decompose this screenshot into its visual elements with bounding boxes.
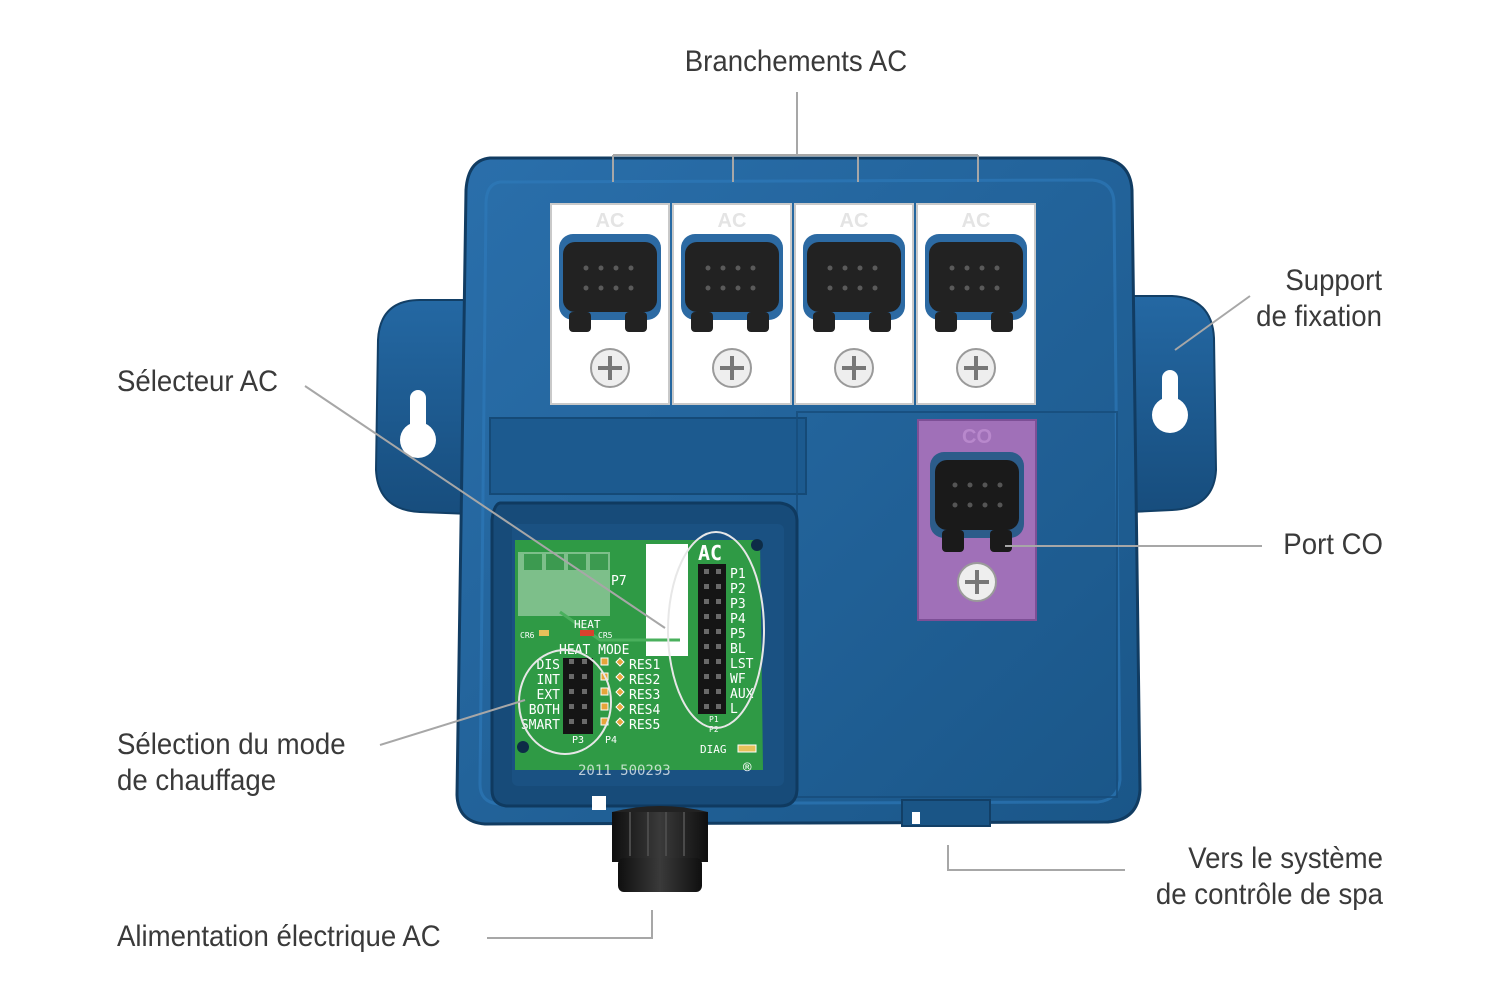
pcb-window: P7 CR6 HEAT CR5 HEAT MODE DISINTEXTBOTHS… — [490, 501, 799, 808]
callout-selecteur-ac: Sélecteur AC — [117, 364, 278, 400]
callout-port-co-text: Port CO — [1283, 528, 1383, 561]
callout-selection-mode: Sélection du mode de chauffage — [117, 727, 346, 799]
label-recess — [489, 417, 807, 495]
ac-port-label: AC — [596, 210, 625, 232]
leader-vers — [947, 845, 1125, 871]
co-port-label: CO — [962, 426, 992, 448]
ac-selector-header — [698, 564, 726, 714]
ac-pin-label: LST — [730, 657, 754, 672]
spa-control-port — [901, 799, 991, 827]
heat-mode-label: BOTH — [529, 703, 560, 718]
bottom-white-clip — [592, 796, 606, 810]
ac-port-4: AC — [916, 203, 1036, 405]
ac-pin-label: BL — [730, 642, 746, 657]
ac-port-3: AC — [794, 203, 914, 405]
highlight-ac-selector — [667, 531, 765, 729]
ac-pin-label: P1 — [730, 567, 746, 582]
leader-lines — [304, 92, 1262, 939]
mounting-tab-left — [374, 299, 471, 516]
callout-support-line2: de fixation — [1256, 300, 1382, 333]
ac-pin-label: P5 — [730, 627, 746, 642]
heat-mode-header-p3 — [563, 658, 593, 734]
pcb-registered-mark: ® — [743, 760, 752, 776]
callout-selection-line2: de chauffage — [117, 764, 277, 797]
callout-selecteur-text: Sélecteur AC — [117, 365, 279, 398]
res-label: RES3 — [629, 688, 660, 703]
ac-port-label: AC — [840, 210, 869, 232]
leader-branchements — [612, 92, 979, 182]
ac-port-label: AC — [962, 210, 991, 232]
pcb-label-p3: P3 — [572, 735, 584, 746]
pcb-label-ac-p1: P1 — [709, 715, 719, 724]
ac-pin-label: AUX — [730, 687, 754, 702]
pcb-label-cr6: CR6 — [520, 631, 535, 640]
pcb-screw-bottom-left-icon — [517, 741, 529, 753]
pcb-screw-top-right-icon — [751, 539, 763, 551]
pcb-label-ac-p2: P2 — [709, 725, 719, 734]
callout-support-fixation: Support de fixation — [1159, 263, 1382, 335]
callout-support-line1: Support — [1285, 264, 1382, 297]
callout-selection-line1: Sélection du mode — [117, 728, 346, 761]
callout-vers-systeme: Vers le système de contrôle de spa — [1104, 841, 1383, 913]
heat-mode-label: SMART — [521, 718, 560, 733]
ac-ports-group: AC AC AC AC — [550, 203, 1036, 405]
heat-mode-label: INT — [537, 673, 561, 688]
pcb-label-heat-led: HEAT — [574, 618, 601, 631]
callout-port-co: Port CO — [1159, 527, 1383, 563]
ac-pin-label: P4 — [730, 612, 746, 627]
pcb-part-number: 2011 500293 — [578, 763, 671, 779]
callout-alimentation: Alimentation électrique AC — [117, 919, 441, 955]
res-label: RES5 — [629, 718, 660, 733]
pcb-label-p7: P7 — [611, 574, 627, 589]
leader-alimentation — [487, 910, 653, 939]
pcb-label-p4: P4 — [605, 735, 617, 746]
leader-selecteur — [304, 385, 666, 629]
callout-branchements-text: Branchements AC — [684, 45, 908, 78]
ac-pin-label: L — [730, 702, 738, 717]
mounting-tab-right — [1129, 295, 1218, 514]
ac-pin-label: WF — [730, 672, 746, 687]
callout-alimentation-text: Alimentation électrique AC — [117, 920, 441, 953]
callout-branchements-ac: Branchements AC — [612, 44, 980, 80]
res-label: RES2 — [629, 673, 660, 688]
leader-support — [1174, 295, 1251, 351]
pcb-label-diag: DIAG — [700, 743, 727, 756]
ac-port-1: AC — [550, 203, 670, 405]
leader-selection — [379, 699, 526, 746]
ac-port-2: AC — [672, 203, 792, 405]
pcb-heat-mode-title: HEAT MODE — [559, 643, 629, 658]
pcb-label-cr5: CR5 — [598, 631, 613, 640]
res-label: RES4 — [629, 703, 660, 718]
res-label: RES1 — [629, 658, 660, 673]
ac-pin-label: P3 — [730, 597, 746, 612]
ac-pin-label: P2 — [730, 582, 746, 597]
pcb-ac-title: AC — [698, 541, 722, 565]
callout-vers-line1: Vers le système — [1188, 842, 1383, 875]
heat-mode-label: DIS — [537, 658, 560, 673]
ac-port-label: AC — [718, 210, 747, 232]
power-cable-gland — [612, 806, 708, 892]
co-port: CO — [917, 419, 1037, 621]
heat-mode-label: EXT — [537, 688, 561, 703]
callout-vers-line2: de contrôle de spa — [1155, 878, 1383, 911]
